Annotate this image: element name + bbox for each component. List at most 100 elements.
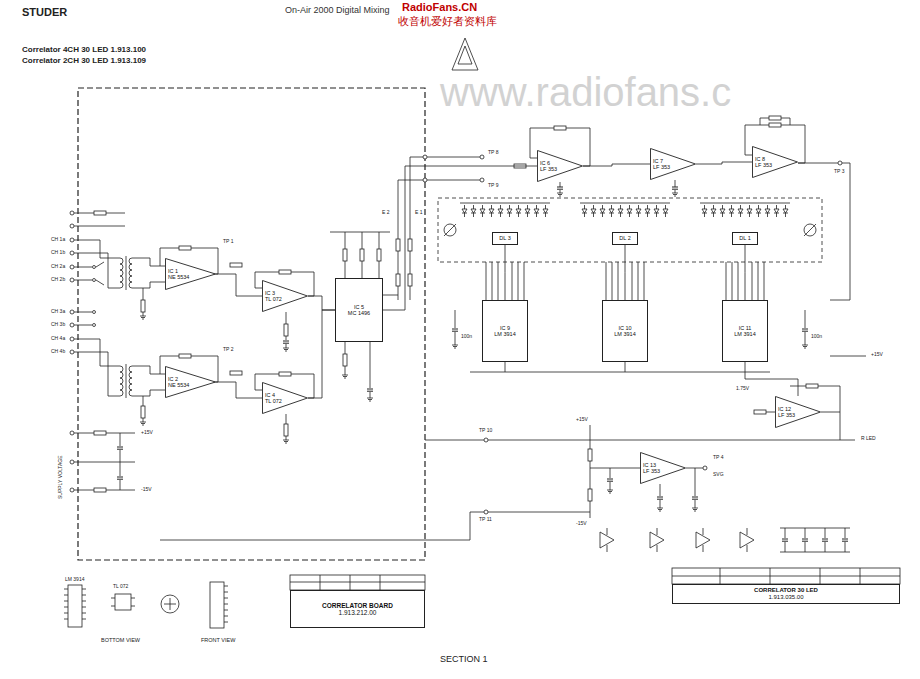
amplifier-wiring	[230, 371, 242, 375]
test-point: TP 1	[222, 239, 234, 245]
input-wiring	[93, 279, 96, 282]
amplifier-wiring	[284, 324, 288, 336]
power-decoupling	[600, 528, 850, 552]
multiplier-wiring	[398, 222, 410, 300]
power-decoupling	[785, 528, 845, 552]
part-label: IC 3	[265, 290, 308, 296]
multiplier-wiring	[360, 249, 364, 261]
op-amp-symbol	[538, 151, 583, 182]
part-label: DL 1	[739, 235, 750, 241]
amplifier-wiring	[143, 312, 144, 316]
text-group: IC 4TL 072	[265, 392, 308, 405]
led-driver-ic: IC 11LM 3914	[722, 300, 768, 362]
part-name: TL 072	[112, 584, 129, 590]
regulator-wiring	[588, 425, 707, 518]
op-amp-symbol	[166, 259, 216, 290]
watermark: www.radiofans.c	[440, 70, 731, 114]
package-outline	[64, 589, 86, 619]
title-block-grid	[290, 575, 425, 590]
led-bar-label: DL 2	[612, 232, 638, 245]
part-value: MC 1496	[348, 310, 370, 316]
input-terminal	[70, 238, 74, 242]
amplifier-wiring	[140, 422, 146, 425]
part-value: LM 3914	[614, 331, 635, 337]
multiplier-wiring	[342, 375, 348, 378]
text-group: IC 10LM 3914	[614, 325, 635, 338]
package-outline	[64, 582, 228, 628]
op-amp: IC 4TL 072	[262, 382, 308, 414]
connector-name: SUPPLY VOLTAGE	[58, 454, 64, 500]
text-group: DL 1	[739, 235, 750, 241]
part-label: IC 1	[168, 268, 216, 274]
package-outline	[224, 586, 228, 622]
input-terminal	[70, 323, 74, 327]
op-amp-symbol	[166, 367, 216, 398]
signal-wire	[745, 245, 746, 300]
test-point: TP 8	[487, 150, 499, 156]
header-text: On-Air 2000 Digital Mixing	[285, 6, 390, 16]
title-block-grid	[672, 568, 900, 584]
text-group: CORRELATOR BOARD1.913.212.00	[322, 602, 393, 617]
part-value: LF 353	[643, 468, 686, 474]
input-wiring	[96, 262, 104, 285]
package-outline	[161, 595, 179, 613]
power-decoupling	[802, 539, 808, 541]
amplifier-wiring	[179, 246, 191, 250]
input-wiring	[74, 339, 120, 396]
regulator-wiring	[660, 484, 661, 508]
driver-wiring	[470, 362, 770, 372]
part-value: NE 5534	[168, 274, 216, 280]
op-amp-symbol	[263, 281, 308, 312]
amplifier-wiring	[143, 288, 144, 300]
input-terminal	[70, 278, 74, 282]
text-group: IC 9LM 3914	[494, 325, 515, 338]
signal-wire	[625, 245, 626, 300]
text-group: IC 6LF 353	[540, 160, 583, 173]
led-bar-graph	[804, 224, 816, 236]
op-amp-symbol	[753, 147, 798, 178]
power-decoupling	[607, 528, 747, 552]
led-bar-graph	[438, 198, 822, 262]
op-amp: IC 3TL 072	[262, 280, 308, 312]
op-amp-symbol	[651, 149, 696, 180]
text-group: IC 3TL 072	[265, 290, 308, 303]
driver-wiring	[830, 356, 866, 357]
supply-wiring	[74, 433, 135, 490]
multiplier-wiring	[423, 178, 427, 182]
signal-name: CH 2b	[50, 277, 66, 283]
filter-wiring	[554, 126, 566, 130]
input-wiring	[93, 266, 96, 269]
signal-wire	[696, 162, 752, 164]
led-bar-graph	[444, 224, 456, 236]
signal-wire	[505, 245, 506, 300]
multiplier-wiring	[408, 239, 412, 251]
signal-wire	[745, 362, 798, 396]
regulator-wiring	[657, 508, 663, 511]
part-value: LF 353	[653, 164, 696, 170]
power-decoupling	[842, 539, 848, 541]
supply-wiring	[488, 440, 855, 441]
part-value: LF 353	[540, 166, 583, 172]
input-wiring	[93, 311, 96, 314]
multiplier-wiring	[343, 249, 347, 261]
package-outline	[164, 598, 176, 610]
test-point: TP 4	[712, 455, 724, 461]
signal-wire	[308, 296, 335, 310]
transformer	[129, 366, 132, 396]
led-bar-graph	[444, 224, 456, 236]
op-amp: IC 12LF 353	[775, 396, 821, 428]
part-value: 1.913.212.00	[322, 609, 393, 616]
amplifier-wiring	[286, 414, 287, 424]
title-block: CORRELATOR 30 LED1.913.035.00	[672, 584, 900, 604]
input-wiring	[74, 312, 92, 325]
part-label: IC 5	[348, 304, 370, 310]
amplifier-wiring	[279, 372, 291, 376]
text-group: IC 1NE 5534	[168, 268, 216, 281]
driver-wiring	[452, 345, 458, 348]
amplifier-wiring	[286, 344, 287, 348]
title-block-grid	[672, 568, 900, 584]
multiplier-wiring	[370, 342, 371, 398]
amplifier-wiring	[143, 396, 144, 406]
part-label: IC 11	[734, 325, 755, 331]
driver-wiring	[802, 329, 808, 331]
